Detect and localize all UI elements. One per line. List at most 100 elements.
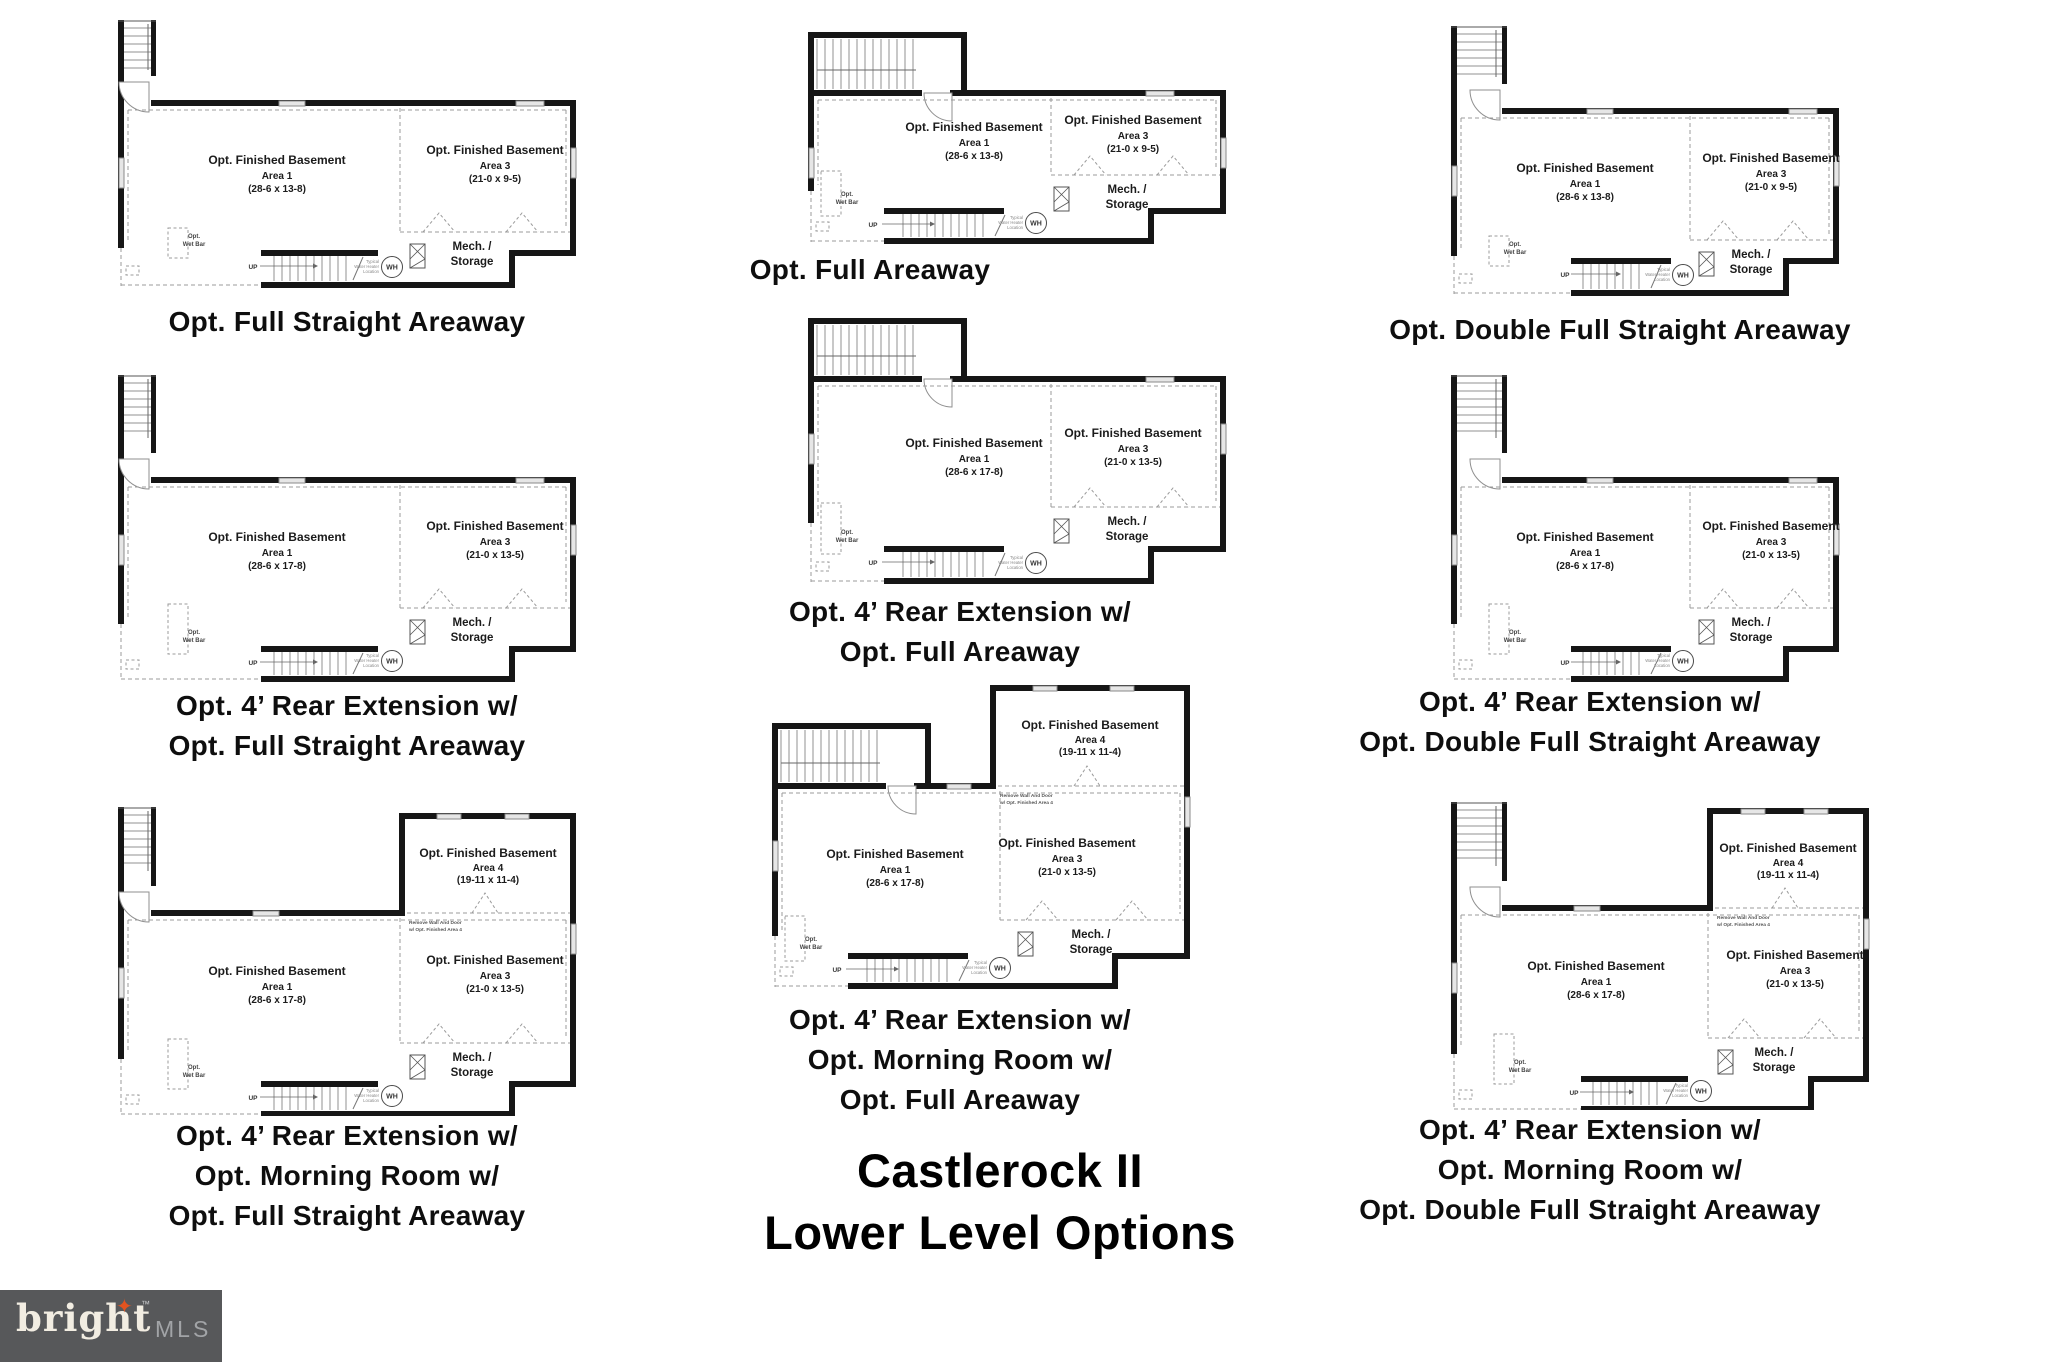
wet-bar-label: Opt.: [1509, 630, 1521, 636]
wall: [772, 783, 886, 789]
door-swing-arc: [1469, 886, 1501, 918]
hvac-symbol: [409, 1054, 426, 1080]
stair-break-line: [994, 214, 1006, 237]
hvac-symbol: [1053, 186, 1070, 212]
plan-caption-line: Opt. Full Areaway: [749, 254, 991, 285]
water-heater-symbol: [381, 1085, 403, 1107]
window-marker: [1109, 685, 1135, 692]
mech-storage-label: Storage: [1106, 199, 1149, 211]
area3-label: Opt. Finished Basement: [1064, 113, 1201, 127]
hvac-symbol: [1698, 619, 1715, 645]
wall: [261, 646, 378, 652]
hvac-symbol: [1698, 634, 1715, 645]
stairwell-wall: [961, 32, 967, 96]
wh-note: Location: [1654, 277, 1671, 282]
plan-caption-line: Opt. Double Full Straight Areaway: [1389, 314, 1851, 345]
wall: [1451, 802, 1457, 1054]
plan-caption-8: Opt. 4’ Rear Extension w/Opt. Morning Ro…: [1280, 1110, 1900, 1230]
window-marker: [1863, 918, 1870, 950]
plan-caption-line: Opt. Full Straight Areaway: [168, 730, 526, 761]
area1-label: Opt. Finished Basement: [208, 530, 345, 544]
stair-break-line: [352, 652, 364, 675]
stair-break-line: [994, 552, 1006, 577]
hvac-symbol: [1053, 518, 1070, 535]
stairwell-wall: [151, 807, 156, 886]
area1-label: Area 1: [959, 454, 990, 465]
wh-note: Location: [1007, 565, 1024, 570]
area1-label: (28-6 x 17-8): [1556, 561, 1614, 572]
morning-room-wall: [990, 685, 996, 783]
area3-label: (21-0 x 9-5): [1107, 144, 1159, 155]
area4-label: Area 4: [473, 863, 504, 874]
door-swing-arc: [923, 378, 953, 408]
hvac-symbol: [1053, 186, 1070, 203]
window-marker: [808, 433, 815, 465]
window-marker: [1803, 808, 1829, 815]
water-heater-symbol: [1025, 552, 1047, 574]
window-marker: [946, 783, 972, 790]
area1-label: Opt. Finished Basement: [1516, 530, 1653, 544]
plan-caption-line: Opt. 4’ Rear Extension w/: [175, 1120, 519, 1151]
wet-bar-counter: [779, 966, 794, 977]
wh-note: Typical: [366, 653, 379, 658]
window-marker: [1145, 90, 1175, 97]
wh-note: Typical: [1657, 267, 1670, 272]
mech-storage-label: Storage: [1753, 1062, 1796, 1074]
wall: [118, 375, 124, 624]
up-arrowhead: [313, 263, 318, 269]
remove-wall-note: w/ Opt. Finished Area 4: [1716, 922, 1770, 928]
wall: [1502, 477, 1839, 483]
window-marker: [1451, 962, 1458, 994]
mech-storage-label: Mech. /: [453, 1052, 493, 1064]
sheet-title: Castlerock II Lower Level Options: [650, 1140, 1350, 1264]
wh-note: Location: [971, 970, 988, 975]
water-heater-symbol: [1672, 650, 1694, 672]
wall: [1220, 376, 1226, 552]
area4-label: (19-11 x 11-4): [457, 875, 519, 886]
wall: [261, 676, 509, 682]
hvac-symbol: [409, 258, 426, 269]
wall: [1148, 546, 1154, 584]
wet-bar-label: Opt.: [841, 530, 853, 536]
mech-storage-label: Storage: [1070, 944, 1113, 956]
stairwell-wall: [1502, 26, 1507, 84]
mech-storage-label: Mech. /: [1072, 929, 1112, 941]
wet-bar-counter: [815, 221, 830, 232]
area3-label: Area 3: [480, 537, 511, 548]
wall: [1571, 290, 1783, 296]
area4-label: Area 4: [1773, 858, 1804, 869]
wh-note: Water Heater: [354, 658, 379, 663]
window-marker: [1586, 477, 1614, 484]
remove-wall-note: w/ Opt. Finished Area 4: [408, 927, 462, 933]
area4-label: Area 4: [1075, 735, 1106, 746]
window-marker: [1586, 108, 1614, 115]
window-marker: [1833, 524, 1840, 556]
wall: [848, 983, 1112, 989]
wall: [118, 20, 124, 248]
up-arrowhead: [930, 559, 935, 565]
wh-note: Water Heater: [1645, 658, 1670, 663]
plan-caption-5: Opt. 4’ Rear Extension w/Opt. Double Ful…: [1280, 682, 1900, 762]
wh-note: Typical: [1010, 215, 1023, 220]
wet-bar-label: Opt.: [1514, 1060, 1526, 1066]
wall: [509, 1081, 515, 1116]
wet-bar-counter: [1458, 1089, 1473, 1100]
wet-bar-counter: [1458, 659, 1473, 670]
up-arrowhead: [313, 659, 318, 665]
wall: [950, 90, 967, 96]
plan-caption-line: Opt. 4’ Rear Extension w/: [788, 1004, 1132, 1035]
door-swing-dashed: [1156, 155, 1190, 176]
stairwell-wall: [961, 318, 967, 382]
wh-note: Typical: [1675, 1083, 1688, 1088]
wall: [1112, 953, 1118, 989]
area1-label: Area 1: [262, 171, 293, 182]
wall: [1783, 258, 1839, 264]
door-swing-dashed: [471, 892, 499, 914]
wet-bar-label: Wet Bar: [836, 538, 859, 544]
door-swing-arc: [118, 458, 150, 490]
hvac-symbol: [1698, 266, 1715, 277]
wh-label: WH: [1677, 273, 1689, 280]
wall: [261, 1081, 378, 1087]
